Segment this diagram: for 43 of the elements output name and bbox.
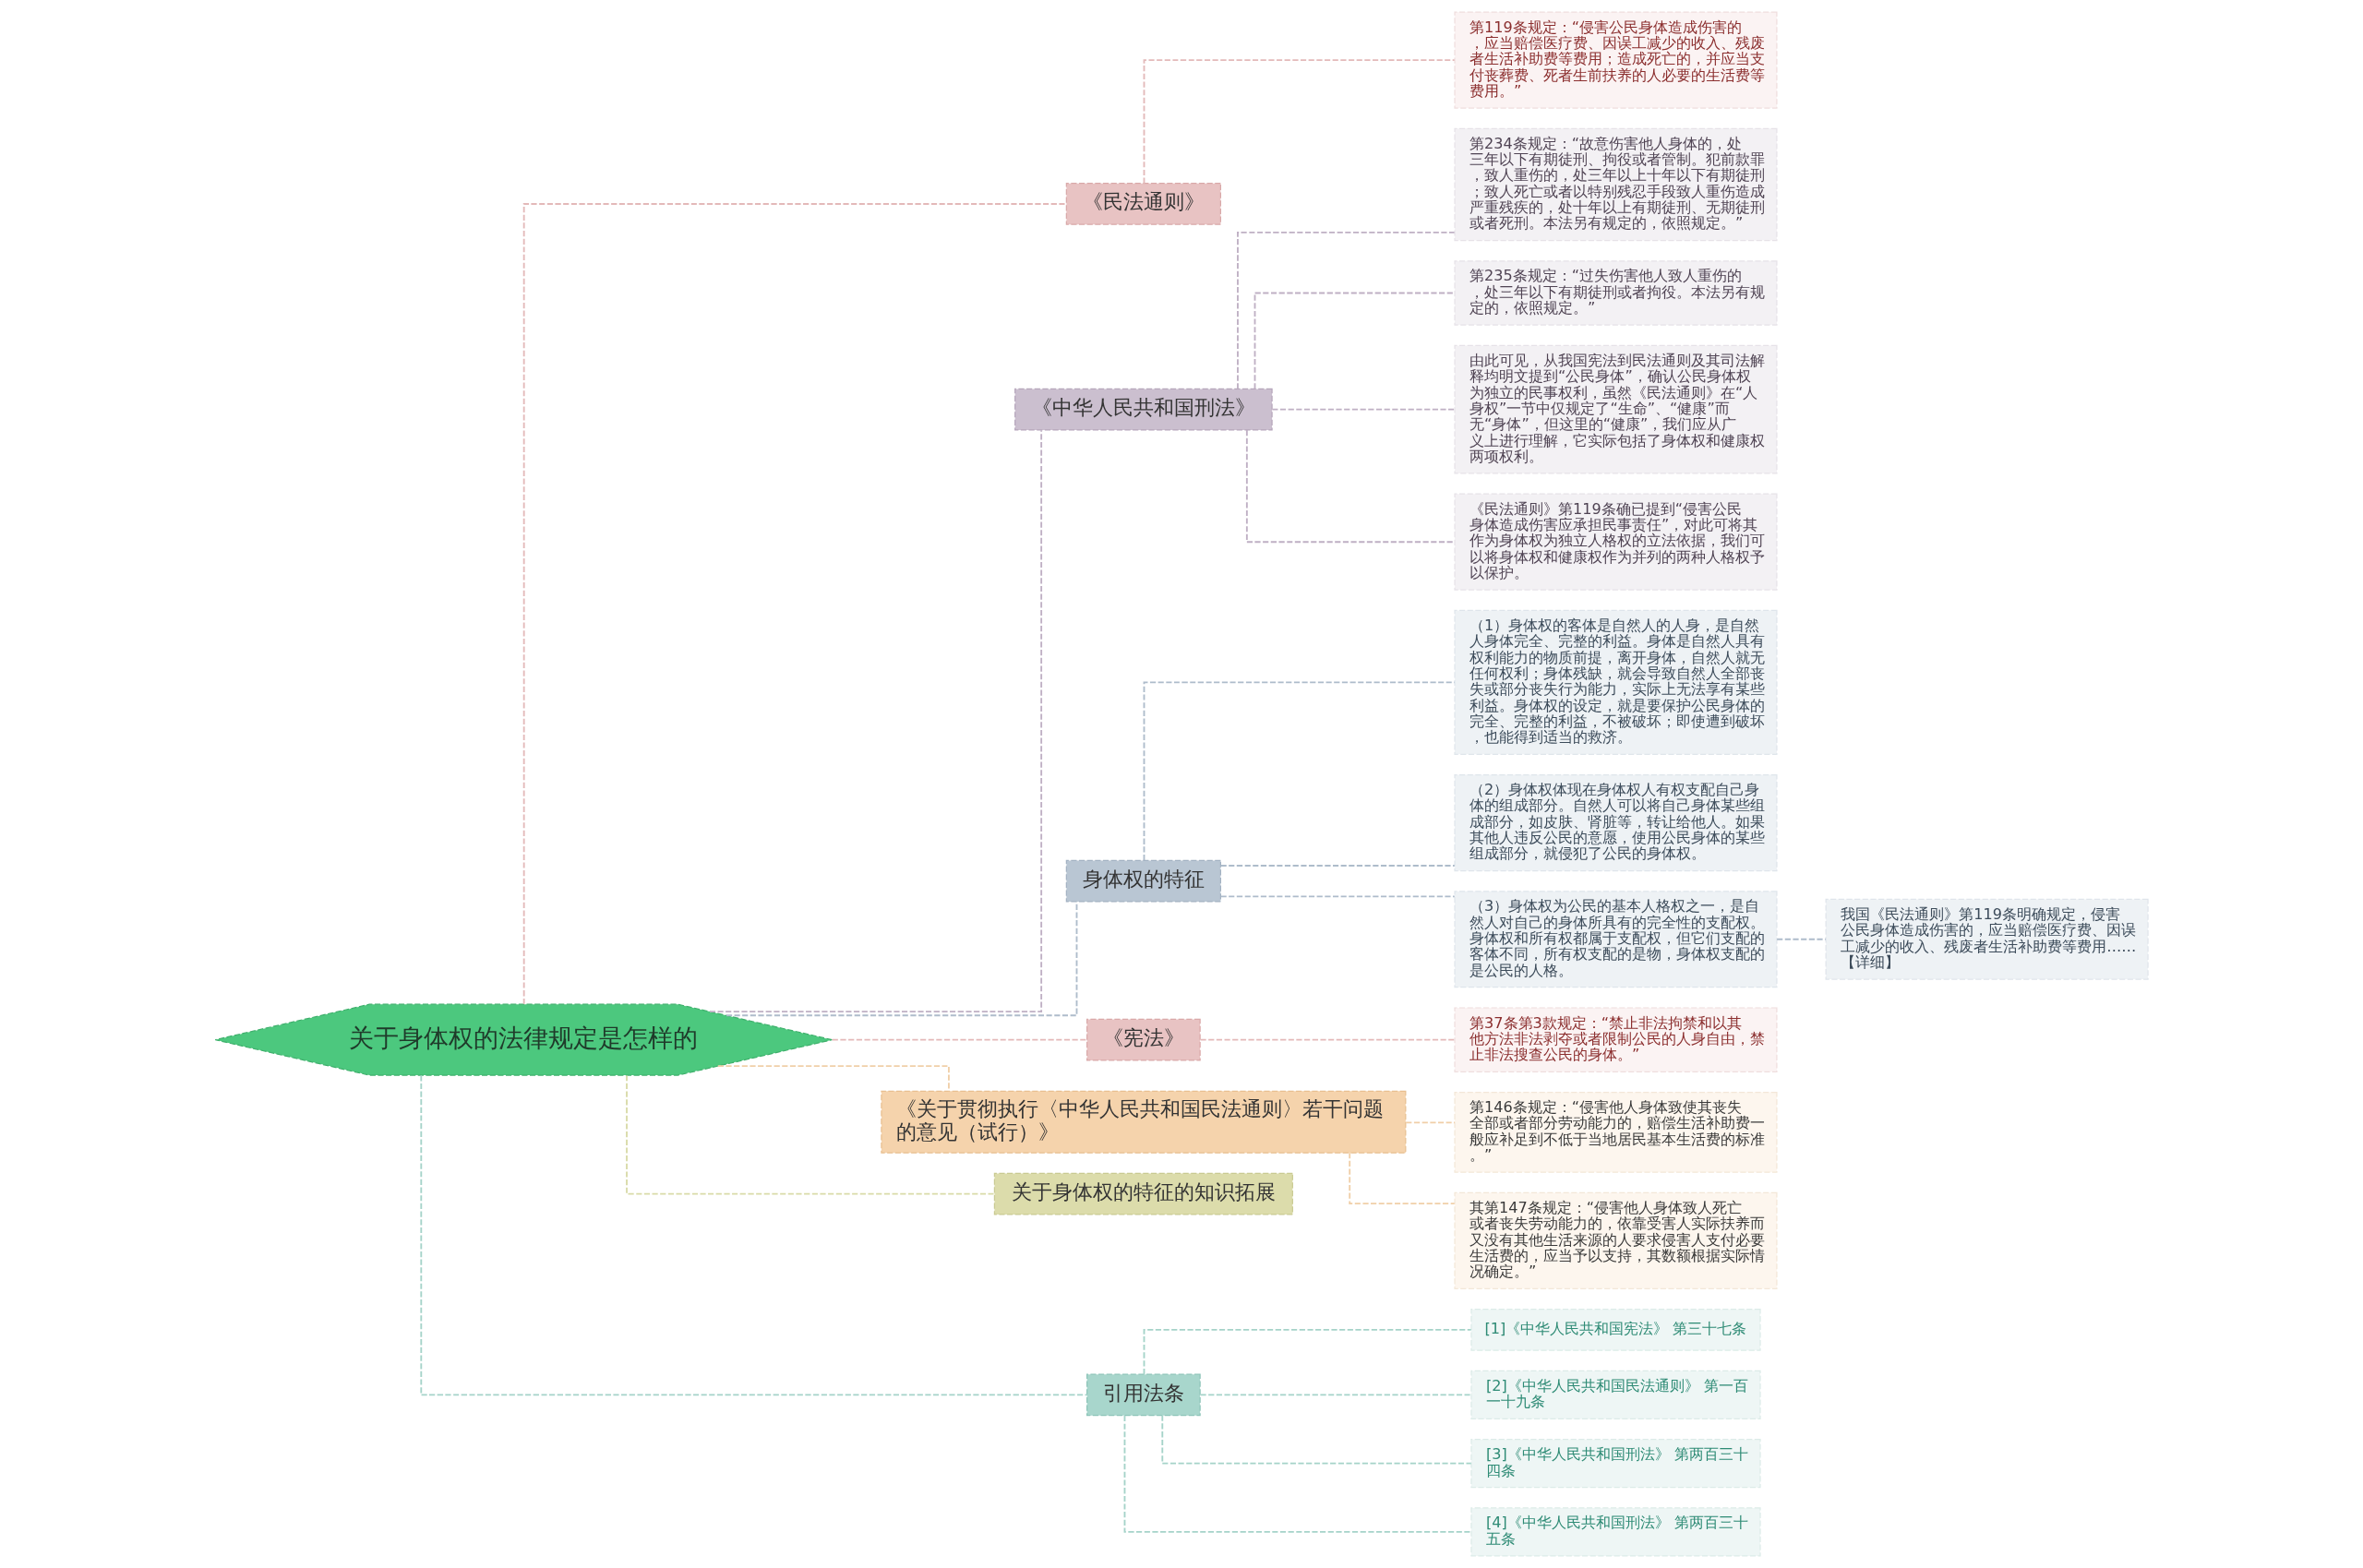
node-box: 第235条规定：“过失伤害他人致人重伤的，处三年以下有期徒刑或者拘役。本法另有规定的，依照规定。” xyxy=(1454,260,1778,326)
node-box: （2）身体权体现在身体权人有权支配自己身体的组成部分。自然人可以将自己身体某些组成部分，如皮肤、肾脏等，转让给他人。如果其他人违反公民的意愿，使用公民身体的某些组成部分，就侵犯了公民的身体权。 xyxy=(1454,774,1778,872)
node-box: 《民法通则》 xyxy=(1065,183,1221,225)
node-box: （1）身体权的客体是自然人的人身，是自然人身体完全、完整的利益。身体是自然人具有权利能力的物质前提，离开身体，自然人就无任何权利；身体残缺，就会导致自然人全部丧失或部分丧失行为能力，实际上无法享有某些利益。身体权的设定，就是要保护公民身体的完全、完整的利益，不被破坏；即使遭到破坏，也能得到适当的救济。 xyxy=(1454,609,1778,755)
connector xyxy=(831,1038,1088,1041)
connector xyxy=(1776,938,1827,940)
node-box: 引用法条 xyxy=(1086,1373,1201,1417)
connector xyxy=(1199,1038,1456,1041)
node-box: 关于身体权的特征的知识拓展 xyxy=(993,1172,1293,1215)
connector xyxy=(1161,1414,1472,1465)
node-box: 第119条规定：“侵害公民身体造成伤害的，应当赔偿医疗费、因误工减少的收入、残废者生活补助费等费用；造成死亡的，并应当支付丧葬费、死者生前扶养的人必要的生活费等费用。” xyxy=(1454,11,1778,109)
connector xyxy=(709,429,1043,1013)
node-box: 第37条第3款规定：“禁止非法拘禁和以其他方法非法剥夺或者限制公民的人身自由，禁止非法搜查公民的身体。” xyxy=(1454,1007,1778,1072)
connector xyxy=(1219,865,1456,867)
connector xyxy=(1253,292,1456,390)
node-box: （3）身体权为公民的基本人格权之一，是自然人对自己的身体所具有的完全性的支配权。身体权和所有权都属于支配权，但它们支配的客体不同，所有权支配的是物，身体权支配的是公民的人格。 xyxy=(1454,891,1778,988)
node-box: 其第147条规定：“侵害他人身体致人死亡或者丧失劳动能力的，依靠受害人实际扶养而又没有其他生活来源的人要求侵害人支付必要生活费的，应当予以支持，其数额根据实际情况确定。” xyxy=(1454,1191,1778,1289)
node-box: [3]《中华人民共和国刑法》 第两百三十四条 xyxy=(1470,1439,1761,1489)
connector xyxy=(1405,1121,1456,1124)
node-box: 《关于贯彻执行〈中华人民共和国民法通则〉若干问题的意见（试行）》 xyxy=(881,1090,1407,1154)
node-box: [4]《中华人民共和国刑法》 第两百三十五条 xyxy=(1470,1507,1761,1557)
connector xyxy=(1123,1415,1472,1533)
node-box: 《民法通则》第119条确已提到“侵害公民身体造成伤害应承担民事责任”，对此可将其作为身体权为独立人格权的立法依据，我们可以将身体权和健康权作为并列的两种人格权予以保护。 xyxy=(1454,493,1778,591)
connector xyxy=(1143,681,1456,861)
connector xyxy=(1143,1329,1472,1376)
node-box: [1]《中华人民共和国宪法》 第三十七条 xyxy=(1470,1309,1761,1351)
node-box: 由此可见，从我国宪法到民法通则及其司法解释均明文提到“公民身体”，确认公民身体权为独立的民事权利，虽然《民法通则》在“人身权”一节中仅规定了“生命”、“健康”而无“身体”，但这里的“健康”，我们应从广义上进行理解，它实际包括了身体权和健康权两项权利。 xyxy=(1454,344,1778,474)
node-box: [2]《中华人民共和国民法通则》 第一百一十九条 xyxy=(1470,1370,1761,1420)
connector xyxy=(420,1074,1088,1396)
node-box: 第234条规定：“故意伤害他人身体的，处三年以下有期徒刑、拘役或者管制。犯前款罪，致人重伤的，处三年以上十年以下有期徒刑；致人死亡或者以特别残忍手段致人重伤造成严重残疾的，处十年以上有期徒刑、无期徒刑或者死刑。本法另有规定的，依照规定。” xyxy=(1454,127,1778,242)
node-box: 《中华人民共和国刑法》 xyxy=(1014,388,1273,431)
connector xyxy=(1199,1394,1472,1396)
connector xyxy=(1143,59,1456,185)
connector xyxy=(1271,408,1456,411)
connector xyxy=(626,1074,996,1195)
node-box: 《宪法》 xyxy=(1086,1018,1201,1061)
connector xyxy=(1245,429,1456,544)
node-box: 身体权的特征 xyxy=(1065,859,1221,903)
connector xyxy=(1237,231,1456,390)
node-box: 第146条规定：“侵害他人身体致使其丧失全部或者部分劳动能力的，赔偿生活补助费一般应补足到不低于当地居民基本生活费的标准。” xyxy=(1454,1091,1778,1173)
connector xyxy=(1349,1152,1456,1205)
node-box: 我国《民法通则》第119条明确规定，侵害公民身体造成伤害的，应当赔偿医疗费、因误工减少的收入、残废者生活补助费等费用……【详细】 xyxy=(1825,898,2149,980)
connector xyxy=(1219,895,1456,898)
